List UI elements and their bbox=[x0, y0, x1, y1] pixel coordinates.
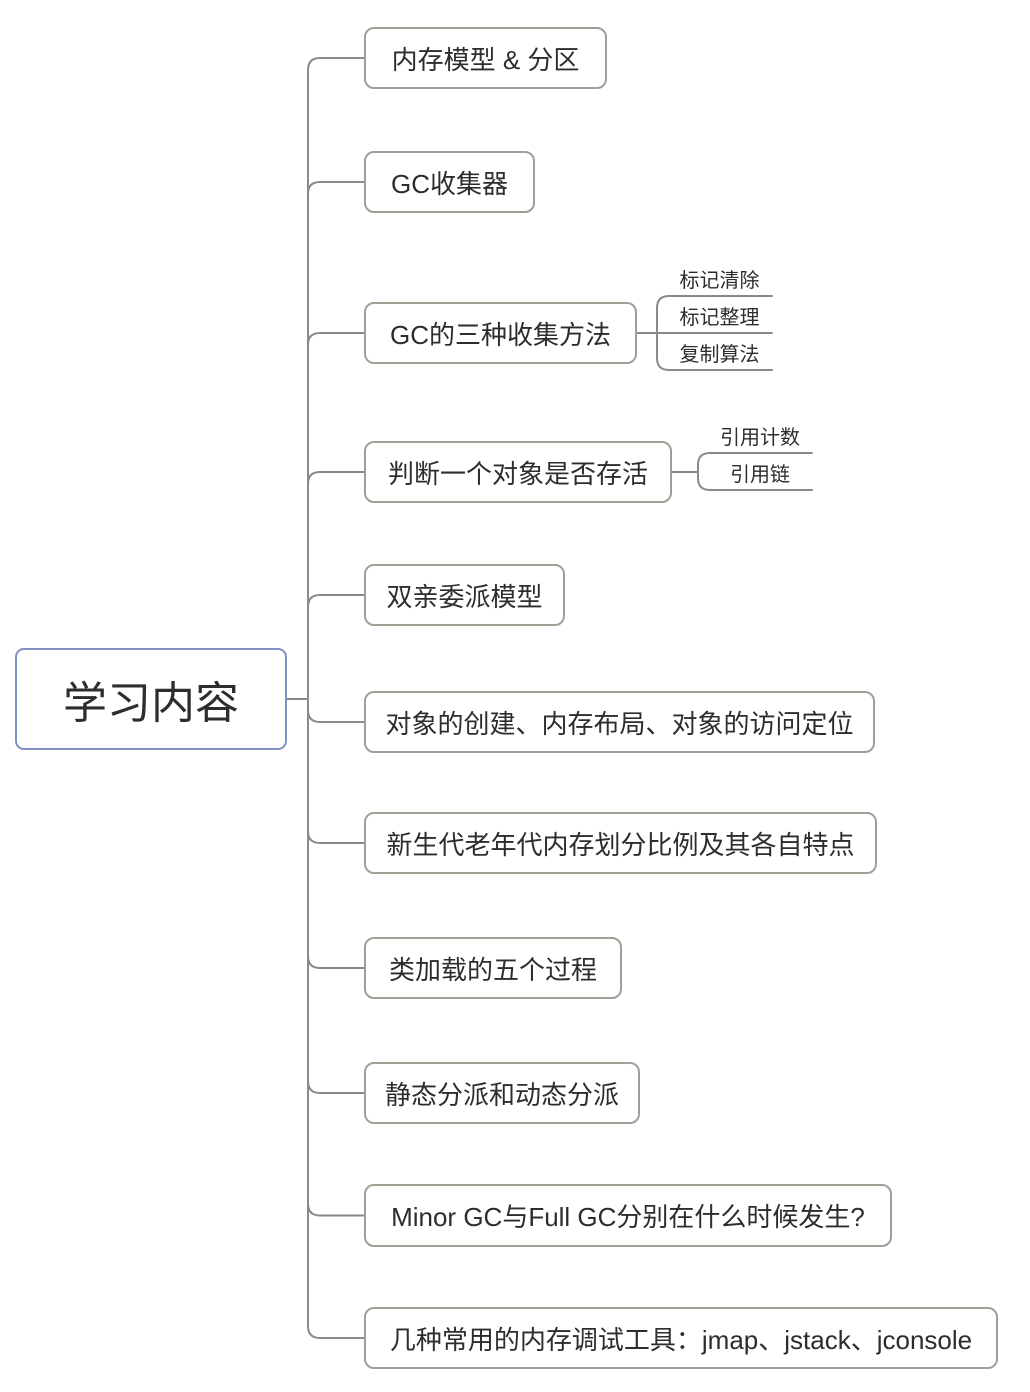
subtopic-label[interactable]: 复制算法 bbox=[679, 344, 760, 366]
connector-path bbox=[307, 830, 365, 844]
topic-node[interactable]: GC的三种收集方法 bbox=[364, 302, 637, 364]
subtopic-label[interactable]: 标记清除 bbox=[679, 270, 760, 292]
connector-path bbox=[307, 1080, 365, 1094]
subtopic-label[interactable]: 引用链 bbox=[730, 464, 790, 486]
topic-node[interactable]: 静态分派和动态分派 bbox=[364, 1062, 640, 1124]
subtopic-label[interactable]: 引用计数 bbox=[720, 427, 800, 449]
topic-node[interactable]: 类加载的五个过程 bbox=[364, 937, 622, 999]
connector-path bbox=[307, 955, 365, 969]
connector-path bbox=[307, 594, 365, 608]
connector-path bbox=[307, 471, 365, 485]
connector-path bbox=[307, 57, 365, 1339]
subtopic-label[interactable]: 标记整理 bbox=[679, 307, 760, 329]
topic-node[interactable]: 新生代老年代内存划分比例及其各自特点 bbox=[364, 812, 877, 874]
root-node[interactable]: 学习内容 bbox=[15, 648, 287, 750]
connector-path bbox=[307, 1202, 365, 1217]
connector-path bbox=[656, 295, 773, 371]
connector-path bbox=[307, 181, 365, 195]
topic-node[interactable]: 判断一个对象是否存活 bbox=[364, 441, 672, 503]
topic-node[interactable]: Minor GC与Full GC分别在什么时候发生? bbox=[364, 1184, 892, 1247]
connector-path bbox=[697, 452, 813, 491]
connector-path bbox=[307, 332, 365, 346]
topic-node[interactable]: 对象的创建、内存布局、对象的访问定位 bbox=[364, 691, 875, 753]
topic-node[interactable]: 双亲委派模型 bbox=[364, 564, 565, 626]
connector-path bbox=[307, 709, 365, 723]
topic-node[interactable]: GC收集器 bbox=[364, 151, 535, 213]
topic-node[interactable]: 几种常用的内存调试工具：jmap、jstack、jconsole bbox=[364, 1307, 998, 1369]
topic-node[interactable]: 内存模型 & 分区 bbox=[364, 27, 607, 89]
